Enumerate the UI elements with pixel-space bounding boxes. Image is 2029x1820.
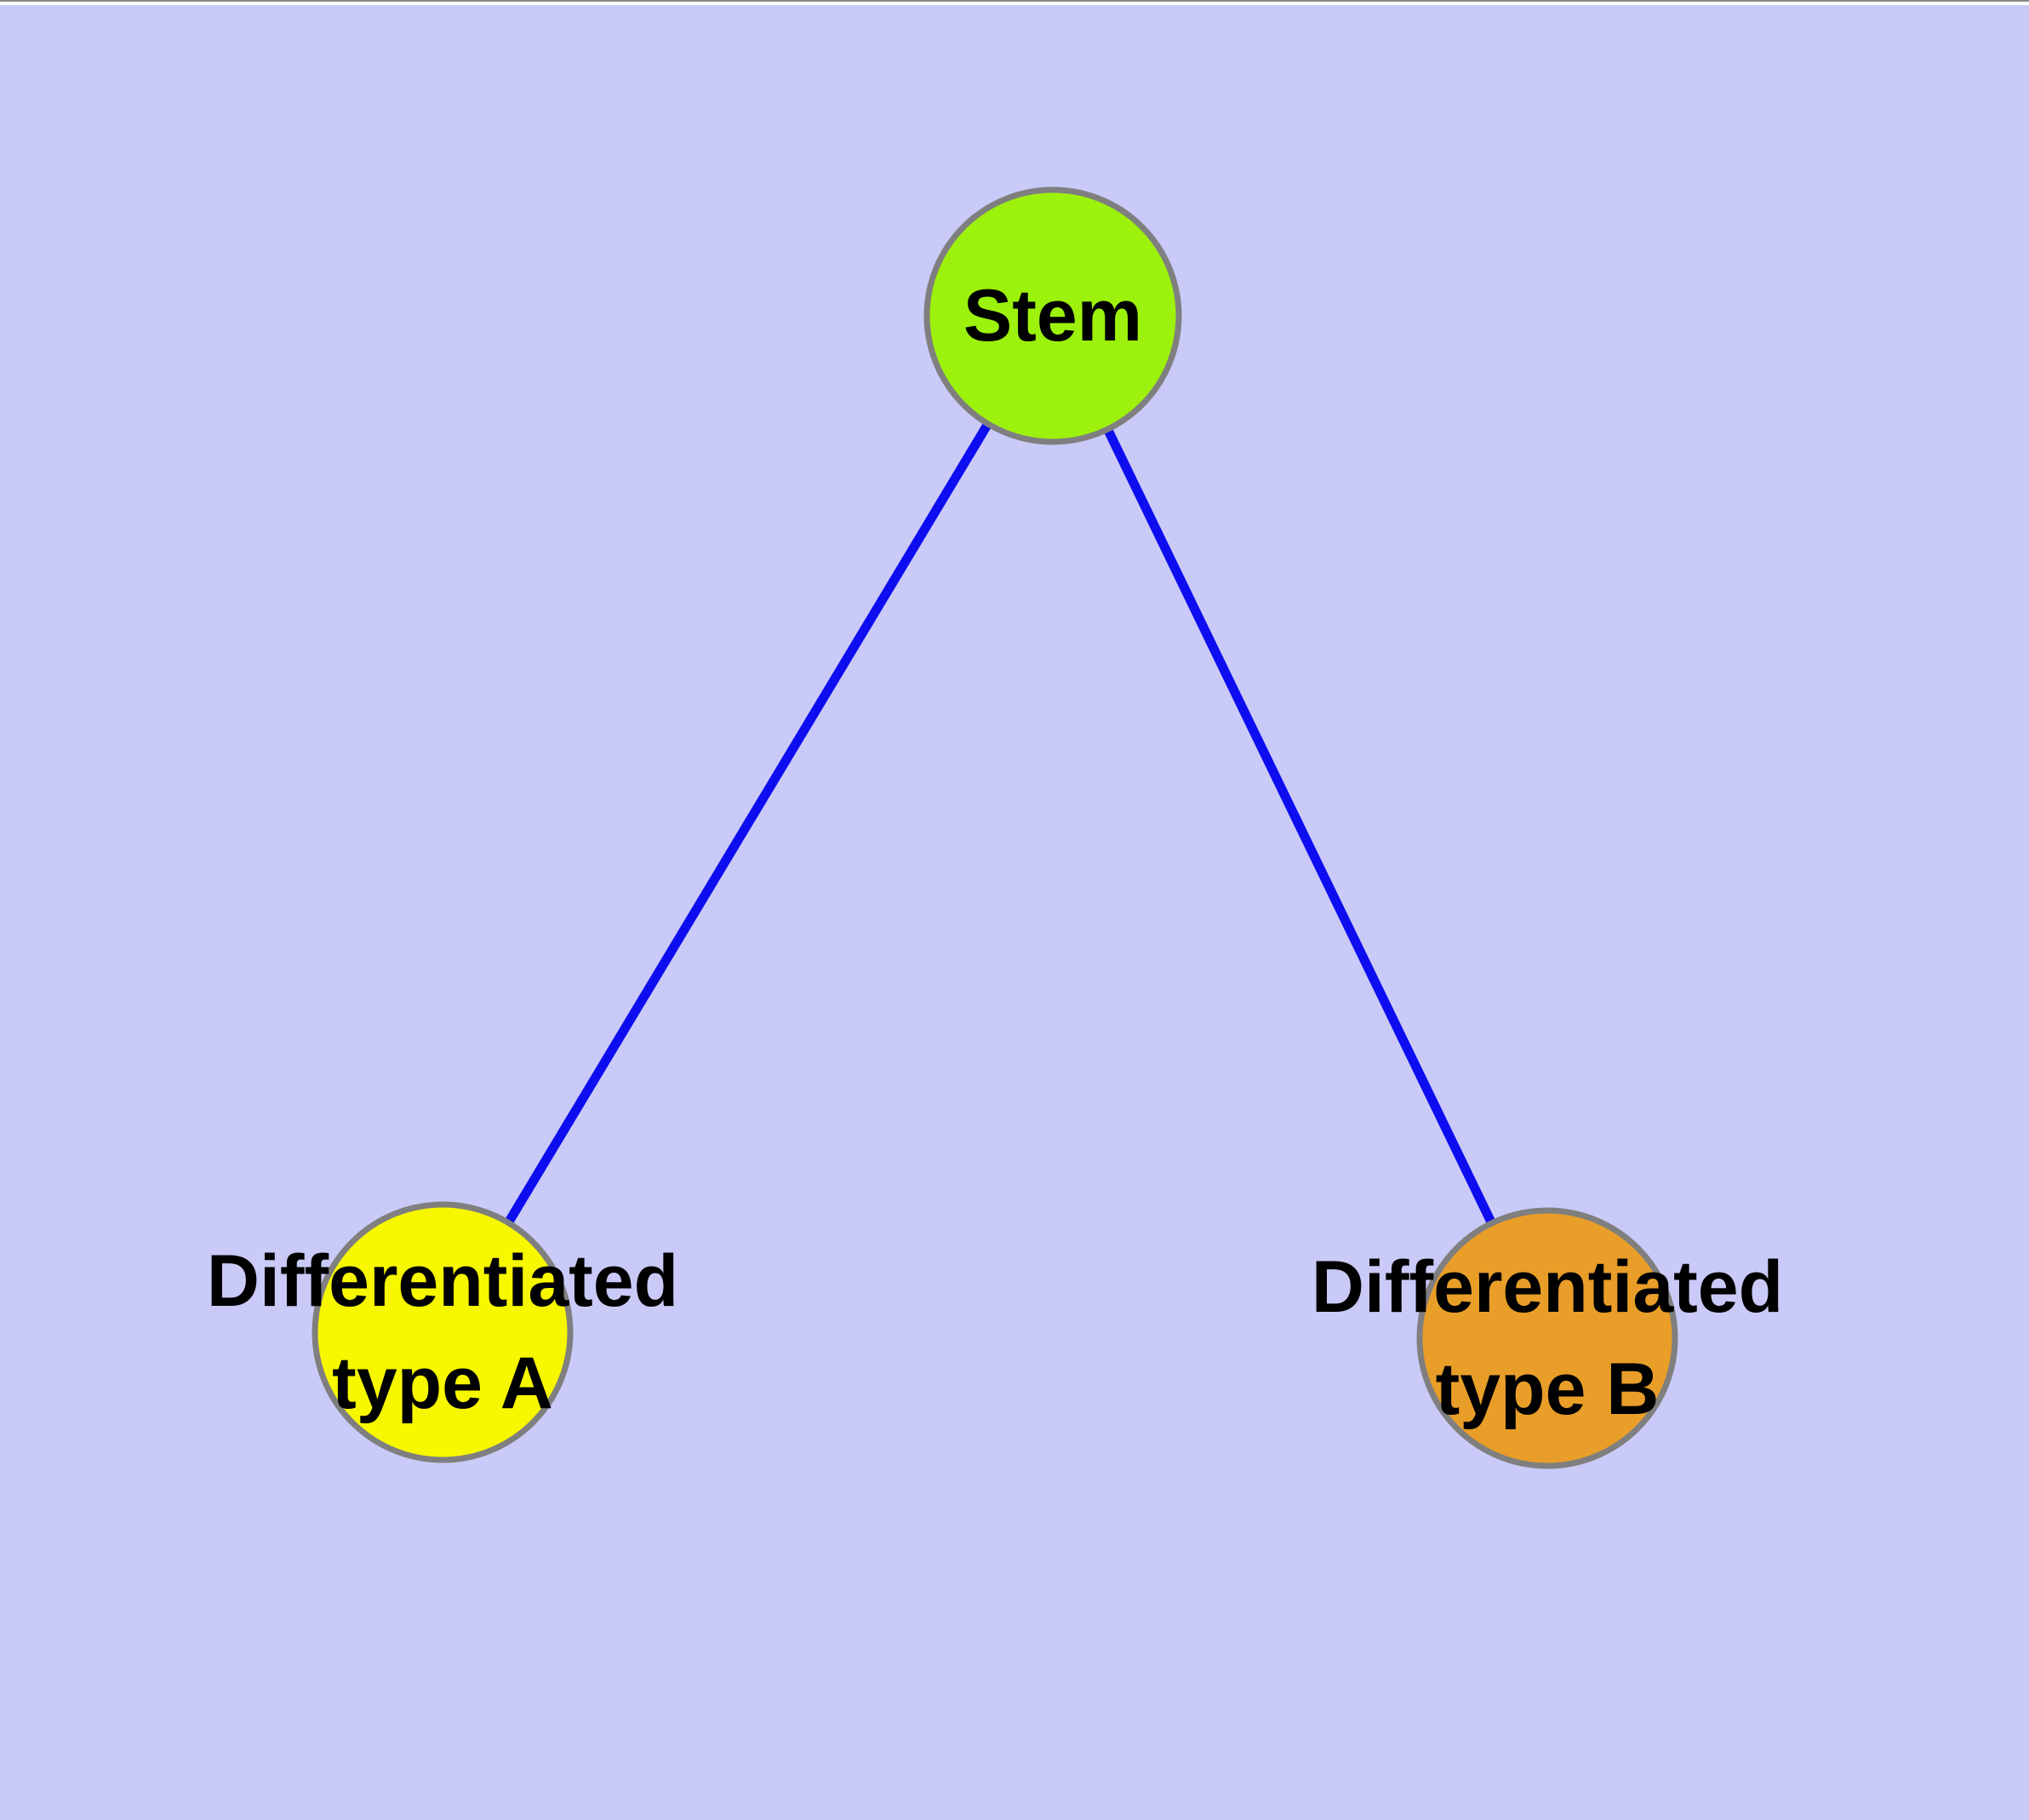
node-circle-differentiated-type-a xyxy=(311,1201,574,1463)
edge-stem-to-differentiated-type-b xyxy=(1049,313,1552,1341)
node-circle-stem xyxy=(923,186,1182,445)
edge-stem-to-differentiated-type-a xyxy=(438,313,1057,1335)
node-circle-differentiated-type-b xyxy=(1416,1207,1678,1469)
window-top-edge xyxy=(0,0,2029,5)
